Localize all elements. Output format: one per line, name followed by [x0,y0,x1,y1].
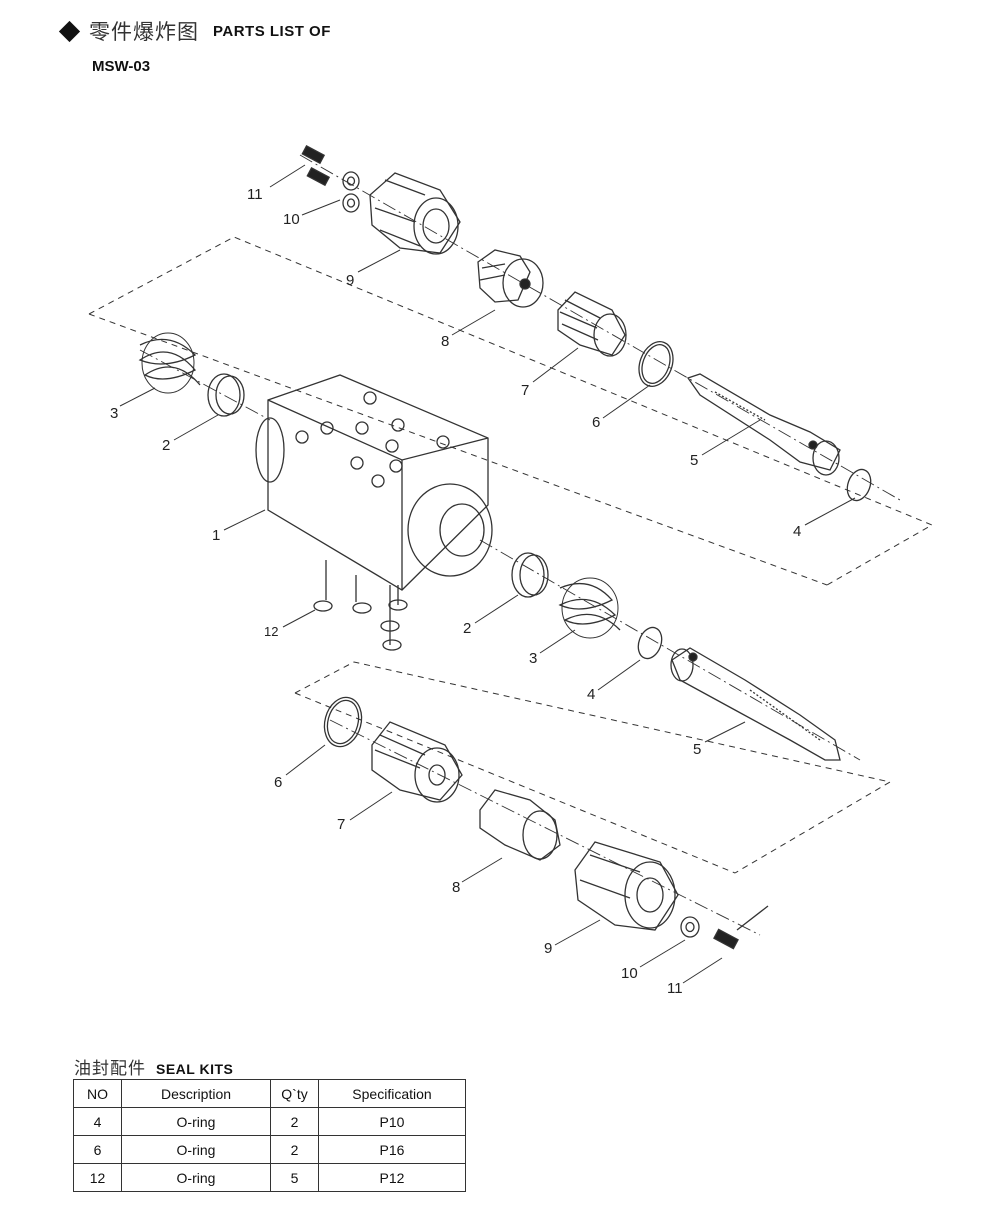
adjust-plug-top [477,249,544,308]
callout-8-lower: 8 [452,879,460,896]
callout-11-top: 11 [247,186,263,203]
valve-seat-top [207,373,245,417]
threaded-cap-lower [371,721,463,803]
callout-10-lower: 10 [621,965,638,982]
callout-4-top: 4 [793,523,801,540]
callout-10-top: 10 [283,211,300,228]
callout-4-lower: 4 [587,686,595,703]
callout-labels: 11 10 9 8 7 6 5 4 3 2 1 12 2 3 4 5 6 7 8… [110,186,801,997]
cell-description: O-ring [121,1135,271,1164]
column-header-qty: Q`ty [270,1079,319,1108]
knob-nut-lower [574,841,679,931]
cell-no: 12 [73,1163,122,1192]
column-header-description: Description [121,1079,271,1108]
callout-9-lower: 9 [544,940,552,957]
callout-6-lower: 6 [274,774,282,791]
spool-top [686,373,841,476]
callout-1: 1 [212,527,220,544]
seal-kits-table: NO Description Q`ty Specification 4 O-ri… [73,1079,466,1192]
lower-assembly-boundary [294,661,892,874]
seal-kits-title-english: SEAL KITS [156,1061,234,1077]
cell-qty: 5 [270,1163,319,1192]
o-ring-4-lower [637,626,663,660]
o-ring-4-top [846,468,872,502]
cell-no: 6 [73,1135,122,1164]
cell-no: 4 [73,1107,122,1136]
cell-specification: P10 [318,1107,466,1136]
callout-7-top: 7 [521,382,529,399]
cell-qty: 2 [270,1107,319,1136]
title-chinese: 零件爆炸图 [89,20,199,44]
screw-top-1 [301,145,326,165]
callout-6-top: 6 [592,414,600,431]
o-rings-12 [313,599,408,651]
spool-lower [670,647,841,761]
screw-lower [713,905,769,950]
washer-lower [680,916,700,938]
axis-lines [139,154,901,936]
table-row: 6 O-ring 2 P16 [73,1135,466,1164]
page-header: 零件爆炸图 PARTS LIST OF [58,14,331,48]
model-number: MSW-03 [92,58,151,75]
callout-11-lower: 11 [667,980,683,997]
cell-specification: P12 [318,1163,466,1192]
title-english: PARTS LIST OF [213,22,331,40]
callout-8-top: 8 [441,333,449,350]
spring-lower [558,577,621,639]
leader-lines [119,164,856,984]
callout-12: 12 [264,624,278,639]
cell-qty: 2 [270,1135,319,1164]
valve-seat-lower [511,552,549,598]
callout-9-top: 9 [346,272,354,289]
adjust-plug-lower [479,789,561,861]
knob-nut-top [369,172,461,255]
upper-assembly-boundary [88,236,934,586]
o-ring-6-lower [323,696,363,748]
callout-5-top: 5 [690,452,698,469]
column-header-specification: Specification [318,1079,466,1108]
column-header-no: NO [73,1079,122,1108]
cell-description: O-ring [121,1163,271,1192]
callout-5-lower: 5 [693,741,701,758]
table-row: 4 O-ring 2 P10 [73,1107,466,1136]
callout-2-lower: 2 [463,620,471,637]
cell-description: O-ring [121,1107,271,1136]
cell-specification: P16 [318,1135,466,1164]
table-header-row: NO Description Q`ty Specification [73,1079,466,1108]
screw-top-2 [306,167,331,187]
callout-2-top: 2 [162,437,170,454]
callout-7-lower: 7 [337,816,345,833]
seal-kits-title-chinese: 油封配件 [74,1059,146,1079]
washer-top [342,171,360,213]
valve-body [255,374,493,645]
spring-top [138,332,201,394]
callout-3-top: 3 [110,405,118,422]
table-row: 12 O-ring 5 P12 [73,1163,466,1192]
threaded-cap-top [557,291,627,357]
callout-3-lower: 3 [529,650,537,667]
o-ring-6-top [638,341,674,387]
seal-kits-title: 油封配件 SEAL KITS [74,1054,233,1079]
